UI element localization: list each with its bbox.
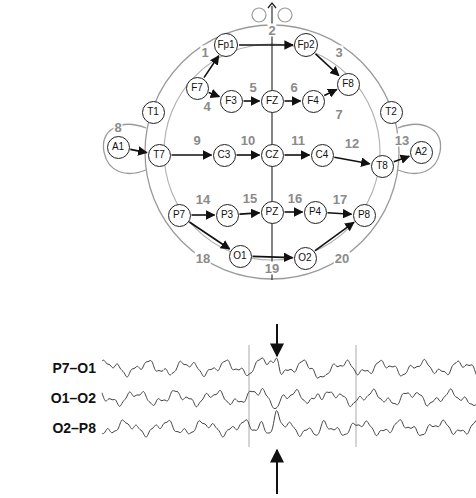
electrode-name: Fp1 (217, 40, 234, 50)
electrode: O2 (294, 247, 317, 270)
electrode: Fp1 (214, 33, 238, 57)
eeg-trace (102, 411, 476, 438)
electrode-name: T8 (376, 161, 388, 171)
montage-arrow (315, 222, 354, 250)
electrode: C4 (311, 144, 334, 167)
channel-number: 12 (344, 137, 360, 150)
electrode: T2 (380, 101, 403, 124)
channel-name: O1–O2 (51, 391, 96, 405)
electrode-name: T1 (147, 107, 159, 117)
right-ear (398, 124, 441, 173)
electrode: T8 (371, 155, 394, 178)
channel-number: 19 (264, 262, 280, 275)
electrode: A1 (107, 136, 130, 159)
eeg-trace (102, 388, 476, 408)
montage-arrow (172, 154, 212, 156)
electrode-name: A2 (415, 147, 427, 157)
channel-number: 1 (200, 46, 209, 59)
montage-arrow (394, 156, 409, 162)
channel-number: 4 (202, 100, 211, 113)
electrode-name: C3 (218, 150, 231, 160)
electrode: Fp2 (294, 33, 318, 57)
electrode-name: FZ (266, 96, 278, 106)
channel-number: 15 (242, 192, 258, 205)
channel-number: 6 (289, 81, 298, 94)
time-marker (356, 345, 357, 447)
channel-number: 18 (195, 252, 211, 265)
montage-arrow (285, 100, 301, 102)
electrode-name: T7 (153, 150, 165, 160)
pointer-arrow (276, 324, 278, 356)
electrode-name: F8 (342, 79, 354, 89)
electrode-name: C4 (316, 150, 329, 160)
channel-number: 2 (267, 24, 276, 37)
electrode: C3 (213, 144, 236, 167)
channel-number: 7 (334, 108, 343, 121)
time-marker (249, 345, 250, 447)
electrode-name: F7 (191, 83, 203, 93)
electrode: F3 (220, 90, 243, 113)
channel-number: 8 (113, 121, 122, 134)
electrode-name: O1 (233, 251, 246, 261)
montage-arrow (209, 92, 220, 96)
montage-arrow (324, 89, 337, 95)
montage-arrow (192, 214, 215, 216)
montage-arrow (204, 56, 219, 78)
electrode-name: F4 (307, 96, 319, 106)
electrode-name: P8 (358, 210, 370, 220)
electrode: O1 (229, 245, 252, 268)
channel-number: 17 (332, 193, 348, 206)
montage-arrow (327, 213, 351, 214)
montage-arrow (252, 256, 292, 257)
electrode-name: O2 (298, 253, 311, 263)
electrode-name: CZ (265, 150, 278, 160)
electrode-name: P7 (173, 210, 185, 220)
channel-number: 13 (394, 134, 410, 147)
nose-mark (278, 8, 292, 22)
channel-number: 9 (192, 134, 201, 147)
left-ear (103, 124, 146, 173)
montage-arrow (285, 154, 310, 156)
montage-arrow (244, 100, 260, 102)
electrode: PZ (261, 201, 284, 224)
electrode-name: PZ (266, 207, 279, 217)
channel-number: 11 (290, 134, 306, 147)
electrode-name: P3 (221, 210, 233, 220)
montage-arrow (239, 213, 259, 214)
electrode: T1 (142, 101, 165, 124)
montage-arrow (130, 149, 146, 152)
channel-number: 16 (287, 192, 303, 205)
channel-number: 3 (334, 46, 343, 59)
electrode-name: T2 (385, 107, 397, 117)
electrode: P3 (216, 204, 239, 227)
electrode: P7 (168, 204, 191, 227)
electrode: P4 (304, 201, 327, 224)
montage-arrow (237, 154, 260, 156)
montage-arrow (334, 157, 369, 163)
channel-number: 5 (248, 81, 257, 94)
pointer-arrow (276, 450, 278, 494)
montage-arrow (239, 44, 293, 46)
channel-number: 20 (334, 252, 350, 265)
electrode-name: A1 (112, 142, 124, 152)
electrode: A2 (410, 141, 433, 164)
montage-arrow (285, 211, 303, 213)
electrode: F8 (337, 73, 360, 96)
electrode: FZ (261, 90, 284, 113)
electrode: F7 (186, 77, 209, 100)
channel-number: 14 (195, 193, 211, 206)
nose-mark (252, 8, 266, 22)
electrode: T7 (148, 144, 171, 167)
electrode: P8 (353, 204, 376, 227)
eeg-trace (102, 358, 476, 378)
electrode-name: P4 (309, 207, 321, 217)
electrode-name: Fp2 (297, 40, 314, 50)
electrode-name: F3 (225, 96, 237, 106)
channel-name: P7–O1 (52, 361, 96, 375)
channel-name: O2–P8 (52, 421, 96, 435)
electrode: CZ (261, 144, 284, 167)
channel-number: 10 (240, 134, 256, 147)
eeg-traces (102, 358, 476, 437)
electrode: F4 (302, 90, 325, 113)
